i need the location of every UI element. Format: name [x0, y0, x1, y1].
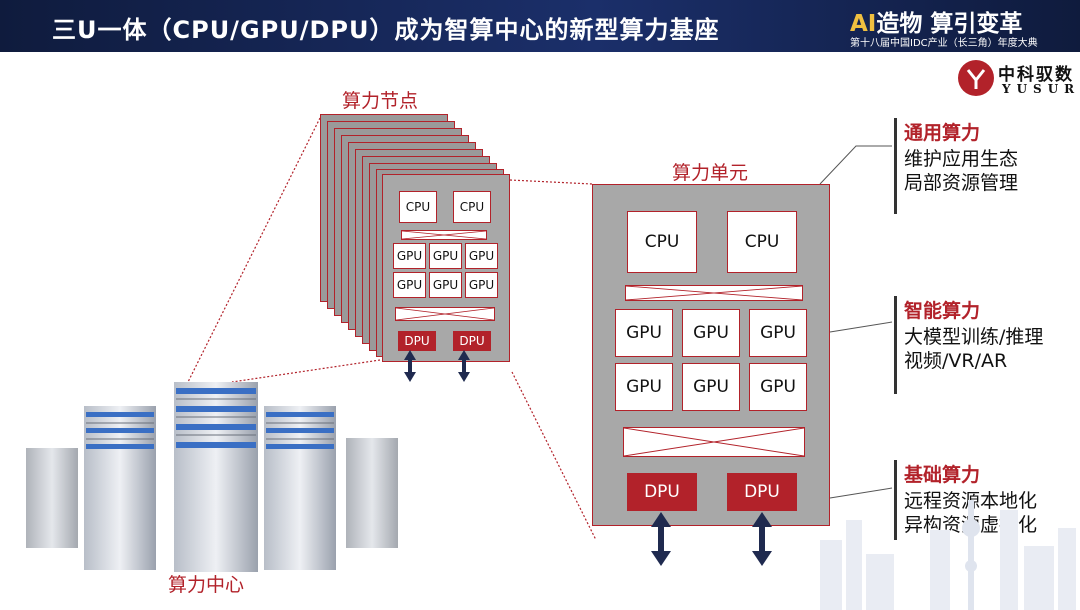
- unit-label: 算力单元: [672, 162, 749, 184]
- node-label: 算力节点: [342, 90, 419, 112]
- unit-dpu: DPU: [727, 473, 797, 511]
- company-logo: 中科驭数 YUSUR: [958, 58, 1076, 100]
- compute-node: CPU CPU GPU GPU GPU GPU GPU GPU DPU DPU: [382, 174, 510, 362]
- node-interconnect: [401, 230, 487, 240]
- unit-gpu: GPU: [749, 309, 807, 357]
- side-title: 智能算力: [904, 300, 981, 322]
- event-title: AI造物 算引变革: [850, 4, 1022, 38]
- node-gpu: GPU: [465, 272, 498, 298]
- node-gpu: GPU: [465, 243, 498, 269]
- node-gpu: GPU: [393, 243, 426, 269]
- unit-cpu: CPU: [627, 211, 697, 273]
- event-subtitle: 第十八届中国IDC产业（长三角）年度大典: [850, 38, 1038, 49]
- center-label: 算力中心: [168, 574, 245, 596]
- unit-interconnect: [623, 427, 805, 457]
- node-cpu: CPU: [399, 191, 437, 223]
- side-title: 通用算力: [904, 122, 981, 144]
- logo-cn-text: 中科驭数: [998, 65, 1074, 85]
- side-bar: [894, 296, 897, 394]
- node-gpu: GPU: [429, 272, 462, 298]
- unit-gpu: GPU: [615, 363, 673, 411]
- unit-gpu: GPU: [682, 363, 740, 411]
- unit-gpu: GPU: [682, 309, 740, 357]
- side-bar: [894, 460, 897, 540]
- servers-illustration: [26, 382, 398, 572]
- node-gpu: GPU: [429, 243, 462, 269]
- event-logo: AI造物 算引变革 第十八届中国IDC产业（长三角）年度大典: [850, 4, 1075, 50]
- logo-en-text: YUSUR: [1002, 82, 1080, 96]
- event-main-text: 造物 算引变革: [876, 11, 1023, 37]
- city-skyline-decoration: [820, 500, 1076, 610]
- event-ai: AI: [850, 11, 877, 37]
- unit-gpu: GPU: [615, 309, 673, 357]
- page-title: 三U一体（CPU/GPU/DPU）成为智算中心的新型算力基座: [52, 16, 720, 44]
- node-cpu: CPU: [453, 191, 491, 223]
- side-title: 基础算力: [904, 464, 981, 486]
- node-dpu: DPU: [398, 331, 436, 351]
- unit-gpu: GPU: [749, 363, 807, 411]
- header-bar: 三U一体（CPU/GPU/DPU）成为智算中心的新型算力基座 AI造物 算引变革…: [0, 0, 1080, 52]
- yusur-logo-icon: [958, 60, 994, 96]
- node-gpu: GPU: [393, 272, 426, 298]
- side-line: 大模型训练/推理: [904, 326, 1044, 348]
- side-line: 视频/VR/AR: [904, 350, 1008, 372]
- compute-unit: CPU CPU GPU GPU GPU GPU GPU GPU DPU DPU: [592, 184, 830, 526]
- side-line: 局部资源管理: [904, 172, 1019, 194]
- side-bar: [894, 118, 897, 214]
- unit-dpu: DPU: [627, 473, 697, 511]
- node-interconnect: [395, 307, 495, 321]
- unit-cpu: CPU: [727, 211, 797, 273]
- side-line: 维护应用生态: [904, 148, 1019, 170]
- node-dpu: DPU: [453, 331, 491, 351]
- unit-interconnect: [625, 285, 803, 301]
